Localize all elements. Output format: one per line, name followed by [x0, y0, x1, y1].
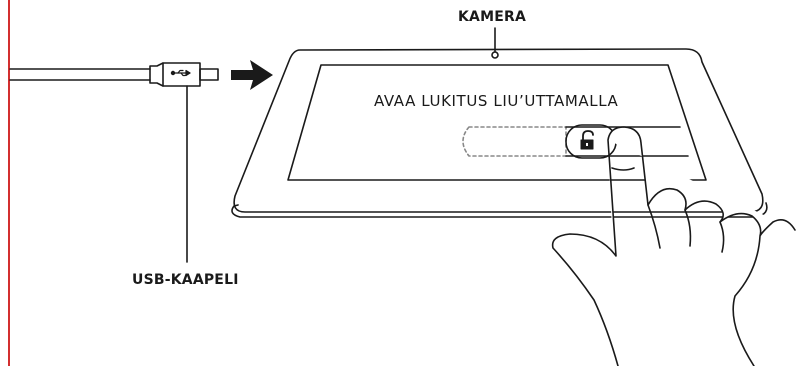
margin-rule [8, 0, 10, 366]
hand-illustration [551, 126, 796, 366]
camera-label: KAMERA [458, 9, 526, 25]
slide-to-unlock-text: AVAA LUKITUS LIU’UTTAMALLA [374, 92, 619, 110]
finger-line [684, 209, 692, 247]
camera-lens [491, 51, 499, 59]
tablet-screen [287, 64, 707, 181]
unlock-slider [462, 124, 689, 159]
usb-cable-label: USB-KAAPELI [132, 272, 239, 288]
usb-icon [170, 69, 191, 77]
unlock-padlock-icon [580, 130, 594, 150]
finger-line [647, 204, 661, 249]
right-arrow-icon [231, 60, 273, 90]
finger-line [611, 167, 635, 171]
finger-line [719, 221, 725, 253]
usb-cable [9, 62, 219, 263]
